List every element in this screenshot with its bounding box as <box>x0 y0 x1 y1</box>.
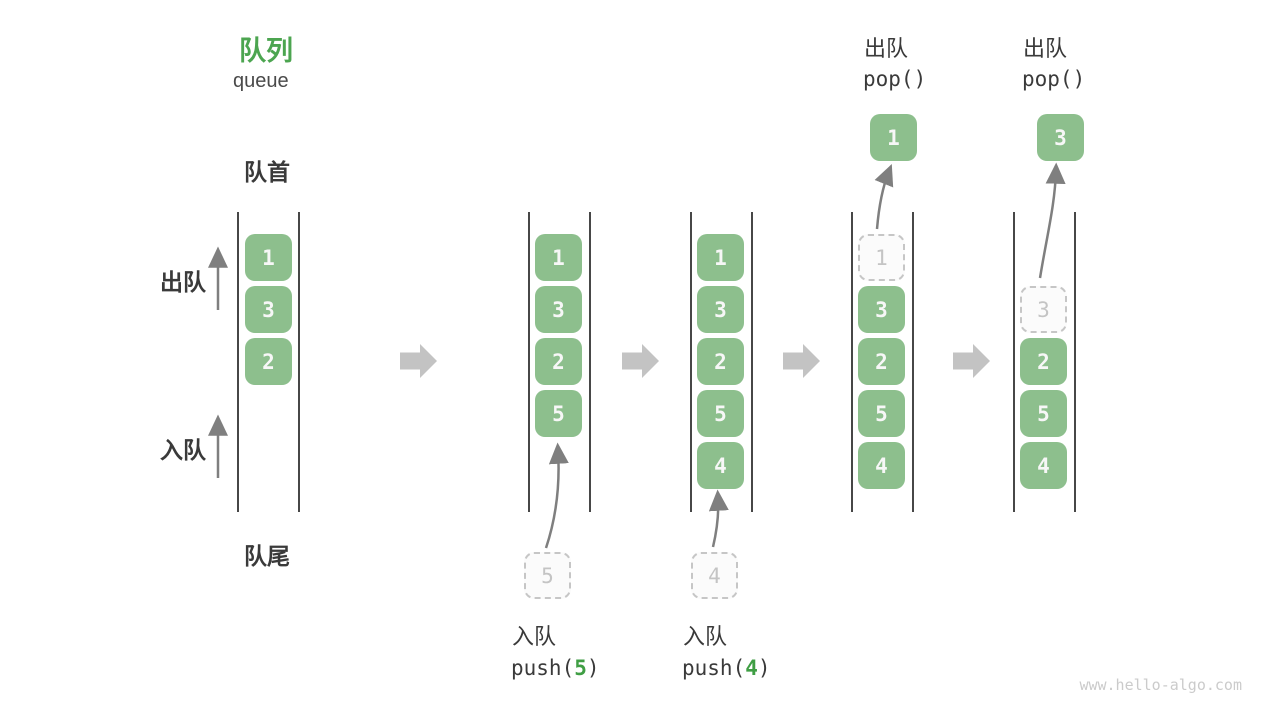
label-enqueue: 入队 <box>160 437 206 463</box>
queue-cell: 5 <box>858 390 905 437</box>
queue1-right-wall <box>298 212 300 512</box>
push4-fn: push( <box>682 656 746 680</box>
queue4-right-wall <box>912 212 914 512</box>
queue-cell-popped-ghost: 1 <box>858 234 905 281</box>
push4-close: ) <box>757 656 771 680</box>
queue5-right-wall <box>1074 212 1076 512</box>
queue-cell: 3 <box>697 286 744 333</box>
queue-cell: 1 <box>245 234 292 281</box>
push5-code: push(5) <box>511 656 600 680</box>
queue-cell: 3 <box>245 286 292 333</box>
queue-cell: 1 <box>697 234 744 281</box>
pop1-code: pop() <box>863 67 927 91</box>
queue-cell: 3 <box>858 286 905 333</box>
push-value-ghost-box: 4 <box>691 552 738 599</box>
diagram-title-zh: 队列 <box>239 36 293 66</box>
queue4-left-wall <box>851 212 853 512</box>
queue-cell: 5 <box>1020 390 1067 437</box>
label-queue-rear: 队尾 <box>244 543 290 569</box>
queue-cell: 2 <box>858 338 905 385</box>
push5-close: ) <box>586 656 600 680</box>
label-queue-front: 队首 <box>244 159 290 185</box>
pop1-arrow <box>874 164 894 230</box>
queue3-left-wall <box>690 212 692 512</box>
queue-cell: 2 <box>697 338 744 385</box>
state-flow-arrow-4 <box>953 344 990 378</box>
push4-label: 入队 <box>683 624 728 649</box>
push5-arrow <box>544 442 569 549</box>
watermark: www.hello-algo.com <box>1079 676 1242 694</box>
diagram-title-en: queue <box>233 70 289 92</box>
queue5-left-wall <box>1013 212 1015 512</box>
queue1-left-wall <box>237 212 239 512</box>
state-flow-arrow-1 <box>400 344 437 378</box>
push5-label: 入队 <box>512 624 557 649</box>
popped-value-box: 3 <box>1037 114 1084 161</box>
popped-value-box: 1 <box>870 114 917 161</box>
pop1-label: 出队 <box>864 36 909 61</box>
pop2-arrow <box>1038 162 1066 279</box>
queue-cell: 3 <box>535 286 582 333</box>
state-flow-arrow-2 <box>622 344 659 378</box>
queue-cell: 5 <box>697 390 744 437</box>
queue-cell: 4 <box>697 442 744 489</box>
queue-cell: 2 <box>535 338 582 385</box>
queue-cell-popped-ghost: 3 <box>1020 286 1067 333</box>
push5-arg: 5 <box>574 656 587 680</box>
queue-cell: 2 <box>1020 338 1067 385</box>
pop2-code: pop() <box>1022 67 1086 91</box>
queue-cell: 4 <box>858 442 905 489</box>
state-flow-arrow-3 <box>783 344 820 378</box>
push5-fn: push( <box>511 656 575 680</box>
push4-arg: 4 <box>745 656 758 680</box>
label-dequeue: 出队 <box>160 269 206 295</box>
queue-cell: 1 <box>535 234 582 281</box>
queue2-right-wall <box>589 212 591 512</box>
queue3-right-wall <box>751 212 753 512</box>
push4-arrow <box>708 489 729 548</box>
pop2-label: 出队 <box>1023 36 1068 61</box>
queue-cell: 4 <box>1020 442 1067 489</box>
push4-code: push(4) <box>682 656 771 680</box>
queue-cell: 2 <box>245 338 292 385</box>
queue-cell: 5 <box>535 390 582 437</box>
push-value-ghost-box: 5 <box>524 552 571 599</box>
queue2-left-wall <box>528 212 530 512</box>
